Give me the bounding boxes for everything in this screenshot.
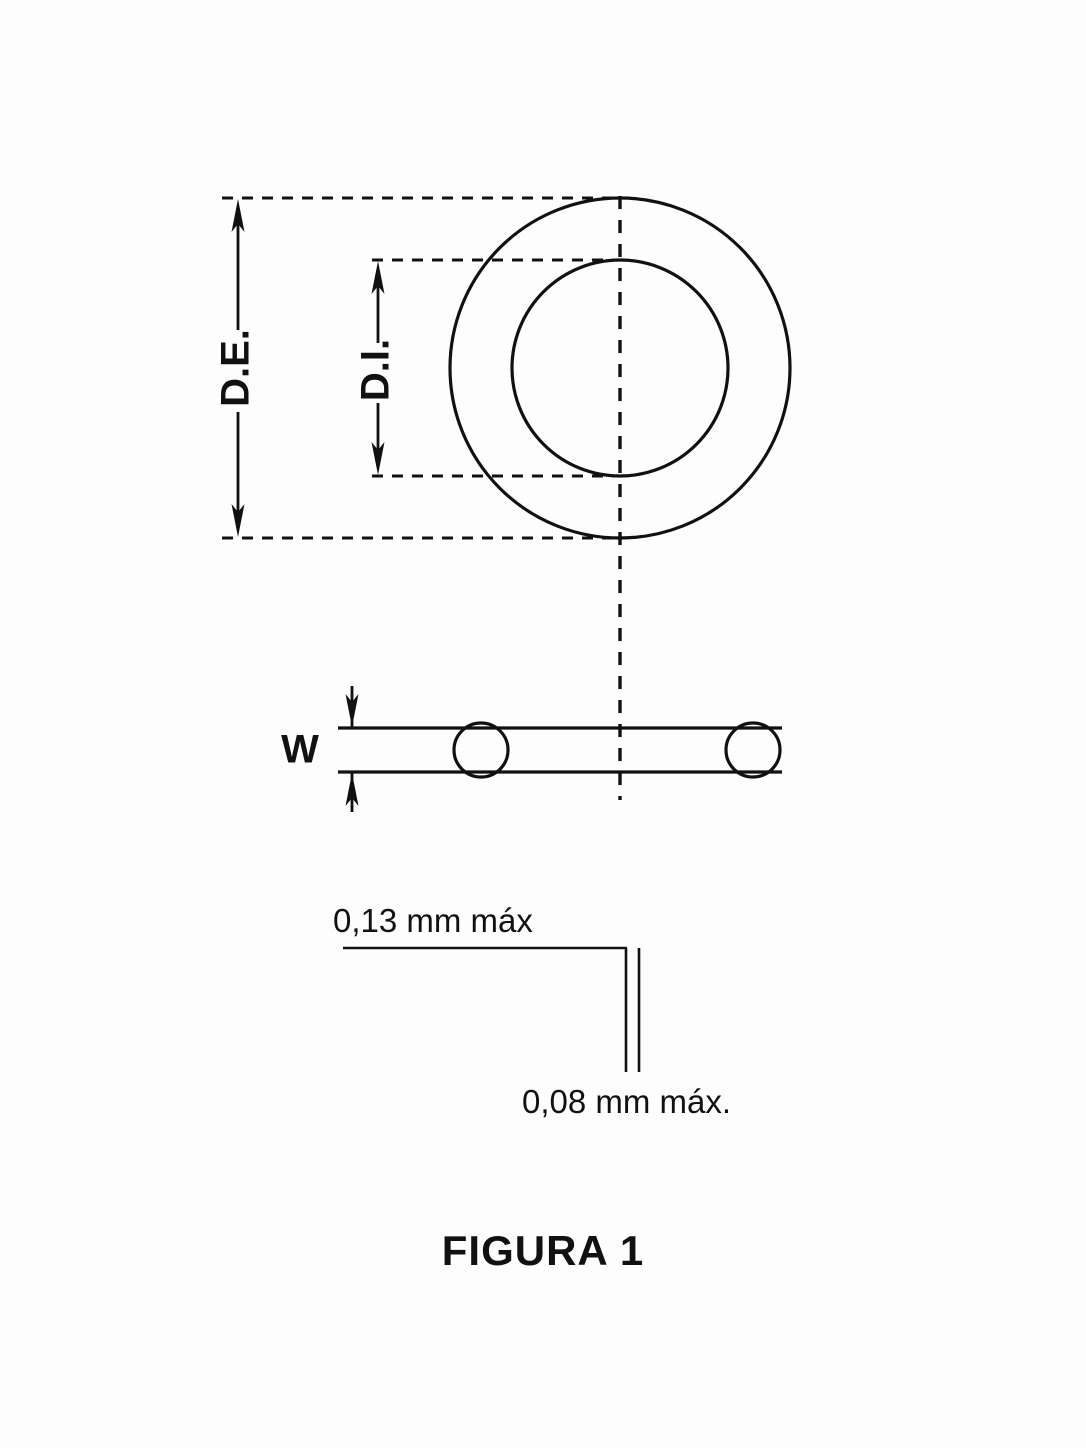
inner-diameter-dimension: D.I. — [354, 261, 398, 475]
inner-diameter-label: D.I. — [354, 339, 398, 401]
upper-tolerance-note: 0,13 mm máx — [333, 902, 533, 939]
de-arrowhead-bottom — [231, 504, 245, 537]
de-arrowhead-top — [231, 199, 245, 232]
section-view-group — [338, 721, 782, 779]
outer-diameter-label: D.E. — [214, 329, 258, 407]
di-arrowhead-top — [371, 261, 385, 294]
tolerance-callout-group: 0,13 mm máx 0,08 mm máx. — [333, 902, 731, 1120]
w-arrowhead-top — [345, 694, 359, 727]
di-arrowhead-bottom — [371, 442, 385, 475]
width-dimension: W — [281, 686, 359, 812]
cord-circle-right — [724, 721, 782, 779]
outer-diameter-dimension: D.E. — [214, 199, 258, 537]
width-label: W — [281, 728, 319, 772]
lower-tolerance-note: 0,08 mm máx. — [522, 1083, 731, 1120]
figure-caption: FIGURA 1 — [442, 1227, 644, 1274]
extension-lines-group — [222, 196, 625, 540]
cord-circle-left — [452, 721, 510, 779]
w-arrowhead-bottom — [345, 773, 359, 806]
